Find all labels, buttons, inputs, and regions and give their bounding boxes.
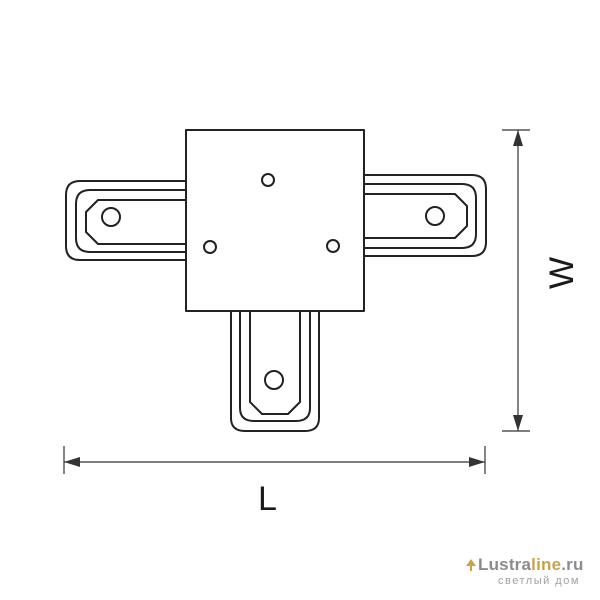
left-arm [65,180,186,261]
watermark-logo: Lustraline.ru светлый дом [466,555,600,595]
watermark-brand: Lustraline.ru [478,555,584,575]
brand-part2: line [531,555,562,574]
center-body [185,129,365,312]
width-label: W [543,256,582,290]
hole-top [261,173,275,187]
bottom-arm [230,311,320,432]
width-dimension [502,129,530,432]
hole-right [326,239,340,253]
brand-part3: .ru [561,555,584,574]
lamp-icon [466,559,476,571]
brand-part1: Lustra [478,555,532,574]
hole-left-arm [101,207,121,227]
right-arm [364,174,487,257]
hole-right-arm [425,206,445,226]
length-dimension [63,446,486,474]
hole-left [203,240,217,254]
watermark-tagline: светлый дом [498,575,580,587]
hole-bottom-arm [264,370,284,390]
length-label: L [258,480,277,518]
